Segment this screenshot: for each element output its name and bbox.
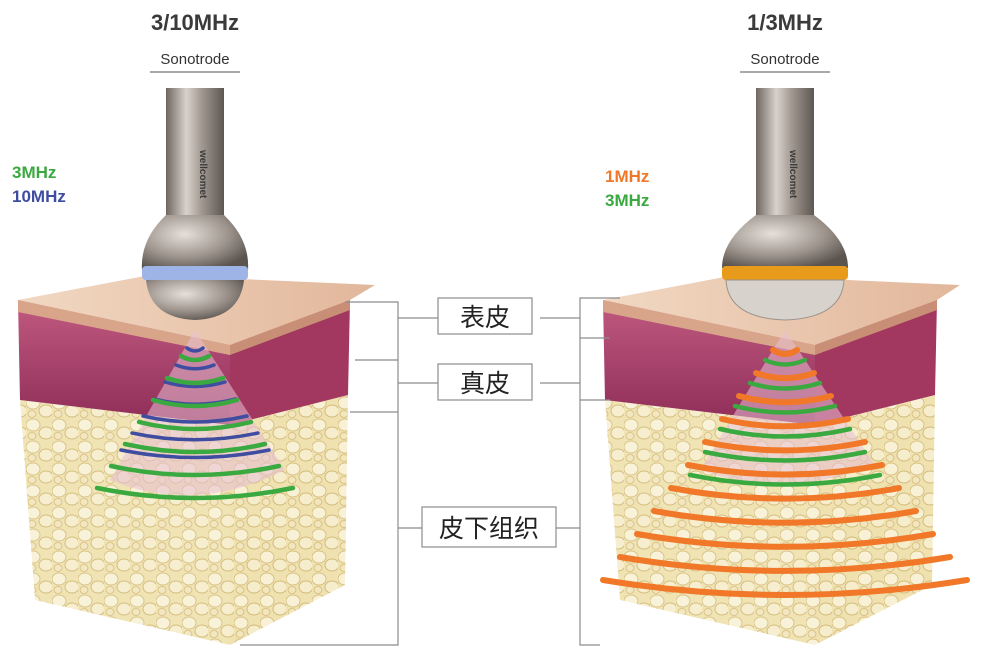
wave-arc	[702, 439, 868, 454]
wave-arc	[119, 448, 271, 460]
left-probe-subtitle: Sonotrode	[160, 51, 229, 68]
wave-arc	[753, 370, 817, 382]
wave-arc	[717, 426, 853, 439]
wave-arc	[141, 414, 249, 424]
left-bracket	[240, 301, 438, 646]
wave-arc	[770, 347, 800, 357]
right-probe-ring	[722, 266, 848, 280]
wave-arc	[94, 485, 296, 501]
right-probe-title: 1/3MHz	[747, 10, 823, 35]
right-brand-label: wellcomet	[787, 149, 798, 199]
wave-arc	[617, 554, 953, 574]
wave-arc	[108, 463, 282, 478]
right-frequency-1mhz: 1MHz	[605, 167, 649, 186]
left-frequency-10mhz: 10MHz	[12, 187, 66, 206]
wave-arc	[130, 431, 260, 442]
wave-arc	[174, 363, 216, 371]
right-wave-arcs	[600, 347, 970, 598]
right-tissue-block	[600, 275, 970, 645]
left-probe-title: 3/10MHz	[151, 10, 239, 35]
wave-arc	[762, 357, 808, 367]
right-sonotrode: wellcomet	[722, 88, 848, 321]
wave-arc	[719, 416, 851, 430]
wave-arc	[651, 508, 919, 526]
right-bracket	[540, 297, 620, 646]
label-subcutaneous: 皮下组织	[421, 506, 557, 548]
wave-arc	[163, 380, 227, 389]
wave-arc	[634, 531, 936, 550]
wave-arc	[136, 419, 254, 432]
wave-arc	[685, 462, 885, 478]
left-tissue-block	[18, 275, 375, 645]
left-frequency-3mhz: 3MHz	[12, 163, 56, 182]
label-dermis: 真皮	[437, 363, 533, 401]
wave-arc	[668, 485, 902, 502]
wave-arc	[164, 375, 226, 386]
wave-arc	[178, 353, 212, 363]
wave-arc	[150, 397, 240, 409]
wave-arc	[185, 346, 205, 353]
left-wave-arcs	[94, 346, 296, 501]
wave-arc	[702, 449, 868, 463]
left-brand-label: wellcomet	[197, 149, 208, 199]
right-frequency-3mhz: 3MHz	[605, 191, 649, 210]
label-epidermis: 表皮	[437, 297, 533, 335]
wave-arc	[736, 393, 834, 406]
svg-text:表皮: 表皮	[460, 303, 510, 332]
wave-arc	[732, 403, 838, 415]
wave-arc	[122, 441, 268, 455]
svg-text:真皮: 真皮	[460, 369, 510, 398]
wave-arc	[747, 380, 823, 391]
wave-arc	[600, 577, 970, 598]
left-sonotrode: wellcomet	[141, 88, 249, 320]
right-probe-subtitle: Sonotrode	[750, 51, 819, 68]
svg-text:皮下组织: 皮下组织	[439, 514, 539, 543]
wave-arc	[687, 472, 883, 487]
left-probe-ring	[142, 266, 248, 280]
